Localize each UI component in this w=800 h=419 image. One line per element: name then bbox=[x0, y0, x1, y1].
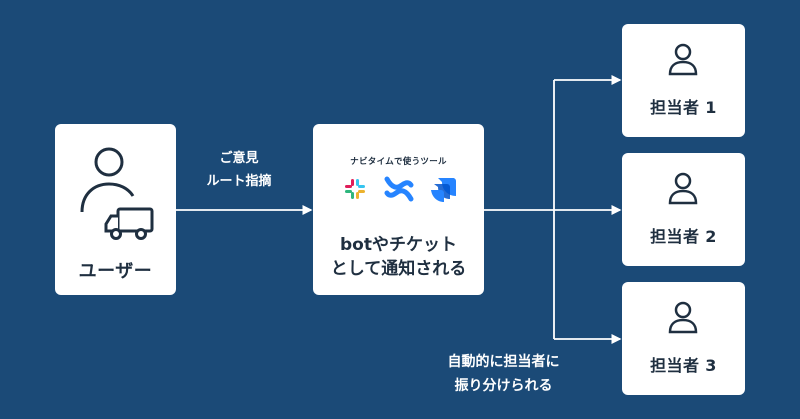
routing-label: 自動的に担当者に 振り分けられる bbox=[416, 350, 591, 398]
assignee-box-3: 担当者 3 bbox=[622, 282, 745, 395]
user-box: ユーザー bbox=[55, 124, 176, 295]
routing-label-line-1: 自動的に担当者に bbox=[447, 354, 560, 370]
tools-caption: ナビタイムで使うツール bbox=[350, 157, 447, 167]
tools-main-line-2: として通知される bbox=[330, 259, 467, 279]
assignee-box-2: 担当者 2 bbox=[622, 153, 745, 266]
slack-icon bbox=[345, 179, 365, 199]
person-icon bbox=[668, 172, 698, 205]
jira-icon bbox=[431, 178, 456, 202]
user-icon bbox=[80, 147, 135, 213]
person-icon bbox=[668, 43, 698, 76]
person-icon bbox=[668, 301, 698, 334]
arrow-label-line-2: ルート指摘 bbox=[206, 174, 272, 189]
arrow-label: ご意見 ルート指摘 bbox=[194, 147, 284, 193]
user-label: ユーザー bbox=[78, 261, 153, 282]
assignee-label-3: 担当者 3 bbox=[650, 356, 717, 375]
truck-icon bbox=[104, 207, 154, 240]
assignee-box-1: 担当者 1 bbox=[622, 24, 745, 137]
tools-main-text: botやチケット として通知される bbox=[313, 233, 484, 281]
routing-label-line-2: 振り分けられる bbox=[454, 378, 553, 394]
tools-box: ナビタイムで使うツール botやチケット として通知される bbox=[313, 124, 484, 295]
tools-main-line-1: botやチケット bbox=[340, 235, 457, 255]
confluence-icon bbox=[384, 176, 414, 202]
arrow-label-line-1: ご意見 bbox=[219, 151, 259, 166]
assignee-label-1: 担当者 1 bbox=[650, 98, 717, 117]
assignee-label-2: 担当者 2 bbox=[650, 227, 717, 246]
